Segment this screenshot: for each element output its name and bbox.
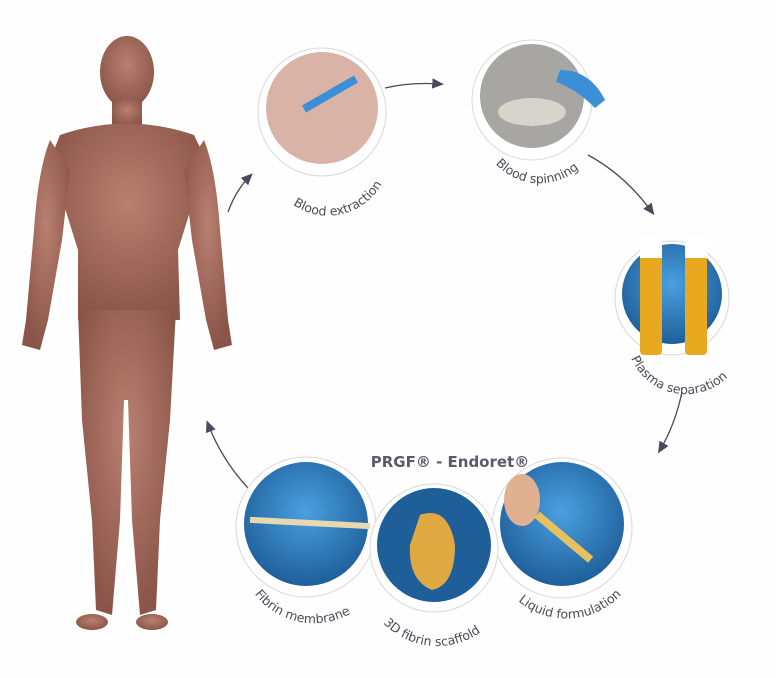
diagram-title: PRGF® - Endoret® xyxy=(371,453,529,471)
label-plasma-separation: Plasma separation xyxy=(628,353,730,397)
arrow-to-extraction xyxy=(227,173,253,213)
human-figure xyxy=(22,36,232,630)
step-blood-spinning xyxy=(471,39,605,161)
step-fibrin-membrane xyxy=(235,456,377,598)
arrow-to-plasma xyxy=(587,154,655,216)
step-liquid-formulation xyxy=(491,457,633,599)
arrow-to-spinning xyxy=(384,78,444,89)
step-blood-extraction xyxy=(257,47,387,177)
cycle-arrows xyxy=(205,78,683,489)
label-3d-fibrin-scaffold: 3D fibrin scaffold xyxy=(381,614,482,649)
centrifuge-image xyxy=(480,44,584,148)
blood-extraction-image xyxy=(266,52,378,164)
label-blood-extraction: Blood extraction xyxy=(291,177,384,218)
arrow-to-patient xyxy=(205,420,249,489)
step-plasma-separation xyxy=(614,238,730,356)
arrow-to-liquid xyxy=(657,391,683,454)
step-3d-fibrin-scaffold xyxy=(369,483,499,613)
